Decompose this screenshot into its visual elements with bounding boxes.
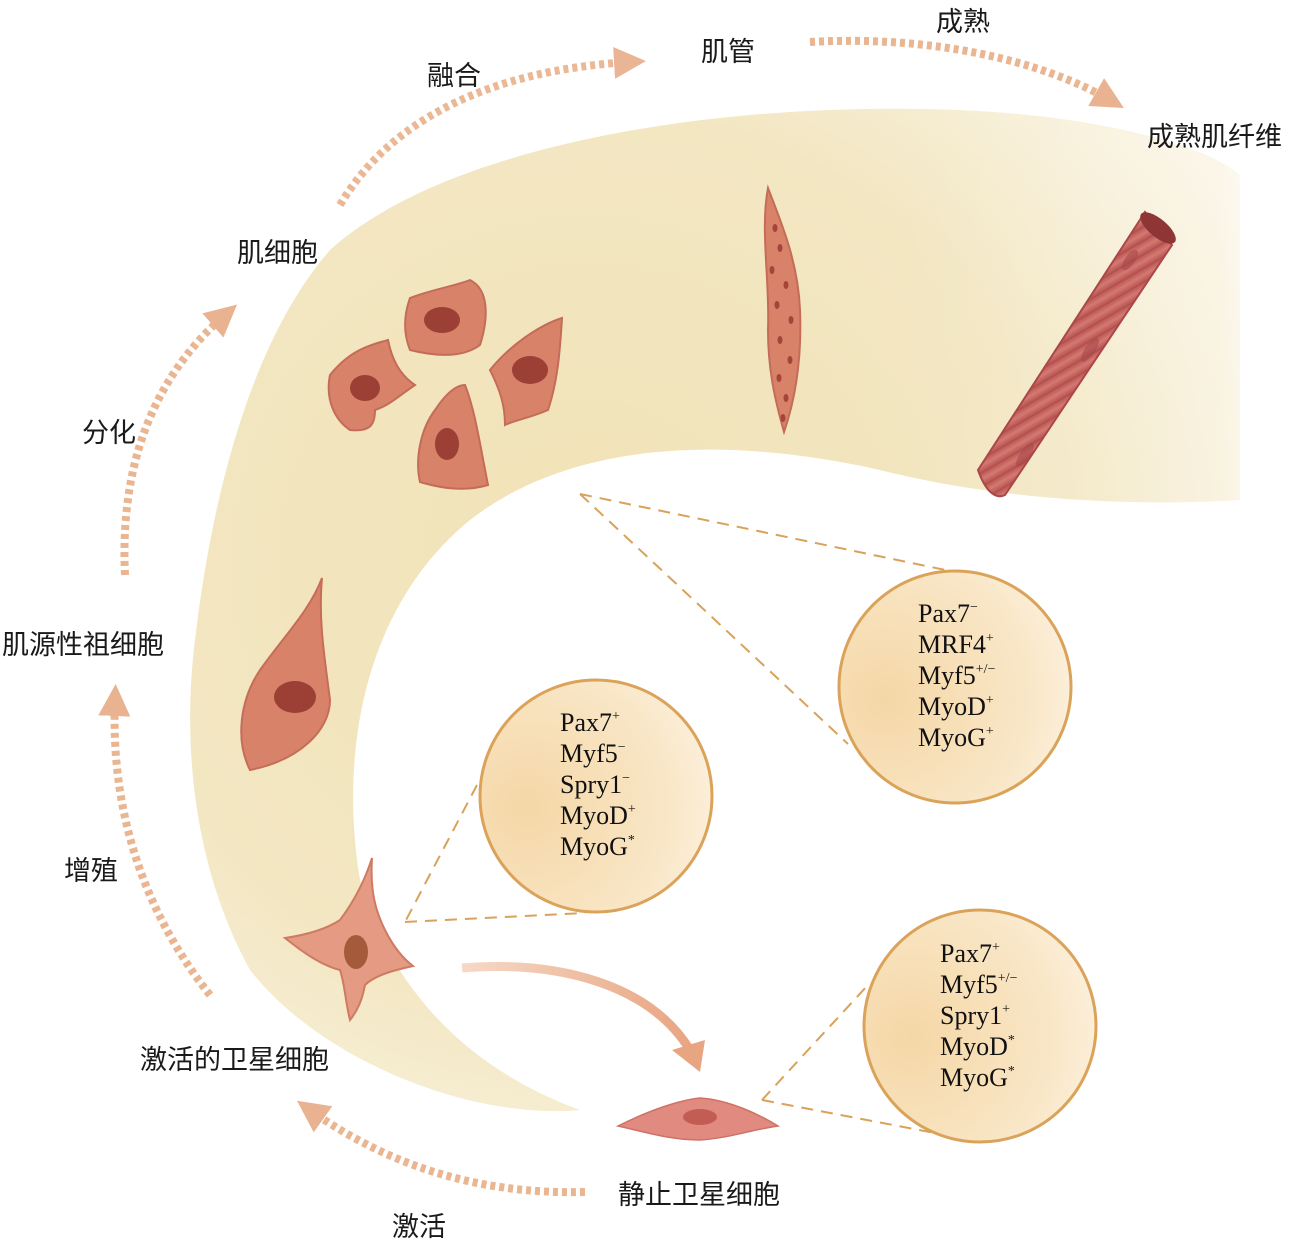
marker-item: Spry1+ <box>940 1001 1011 1030</box>
marker-item: Myf5+/− <box>940 970 1018 999</box>
differentiation-arrow <box>120 304 238 576</box>
marker-item: MyoD+ <box>560 801 636 830</box>
marker-item: Pax7− <box>918 599 978 628</box>
marker-item: MyoG+ <box>918 723 994 752</box>
mature-fiber-label: 成熟肌纤维 <box>1147 122 1282 153</box>
marker-item: MyoG* <box>940 1063 1015 1092</box>
mature-muscle-fiber <box>976 210 1176 498</box>
activation-dotted-arrow <box>296 1100 586 1197</box>
fusion-label: 融合 <box>427 61 481 92</box>
marker-item: MyoD* <box>940 1032 1015 1061</box>
marker-item: MyoG* <box>560 832 635 861</box>
activation-label: 激活 <box>392 1212 446 1243</box>
myotube-label: 肌管 <box>701 37 755 68</box>
myogenic-progenitor-cell <box>240 577 332 772</box>
self-renewal-arrow <box>461 962 705 1072</box>
activated-marker-circle <box>478 678 714 914</box>
differentiation-label: 分化 <box>82 418 136 449</box>
quiescent-satellite-cell <box>615 1097 781 1141</box>
myogenic-progenitor-label: 肌源性祖细胞 <box>2 630 164 661</box>
marker-item: Myf5+/− <box>918 661 996 690</box>
marker-item: Pax7+ <box>560 708 620 737</box>
myocyte-nucleus <box>350 375 380 401</box>
myotube <box>763 184 802 436</box>
proliferation-arrow <box>98 684 214 998</box>
process-arrows <box>98 36 1124 1197</box>
quiescent-marker-list: Pax7+ Myf5+/− Spry1+ MyoD* MyoG* <box>940 938 1017 1093</box>
myotube-marker-circle <box>837 569 1073 805</box>
mature-process-label: 成熟 <box>936 7 990 38</box>
marker-item: MyoD+ <box>918 692 994 721</box>
marker-item: Myf5− <box>560 739 626 768</box>
myocyte-nucleus <box>424 307 460 333</box>
activated-satellite-label: 激活的卫星细胞 <box>140 1045 329 1076</box>
myocyte-nucleus <box>435 428 459 460</box>
myocyte-label: 肌细胞 <box>237 238 318 269</box>
marker-item: MRF4+ <box>918 630 994 659</box>
fusion-arrow <box>336 46 646 208</box>
myocyte-nucleus <box>512 356 548 384</box>
callout-lines <box>404 493 956 1134</box>
quiescent-satellite-label: 静止卫星细胞 <box>618 1180 780 1211</box>
marker-item: Spry1− <box>560 770 631 799</box>
marker-circles <box>478 569 1098 1144</box>
activated-marker-list: Pax7+ Myf5− Spry1− MyoD+ MyoG* <box>560 707 636 862</box>
proliferation-label: 增殖 <box>64 856 118 887</box>
marker-item: Pax7+ <box>940 939 1000 968</box>
quiescent-marker-circle <box>862 908 1098 1144</box>
mature-arrow <box>809 36 1124 108</box>
myotube-marker-list: Pax7− MRF4+ Myf5+/− MyoD+ MyoG+ <box>918 598 995 753</box>
activated-satellite-cell <box>282 857 416 1023</box>
